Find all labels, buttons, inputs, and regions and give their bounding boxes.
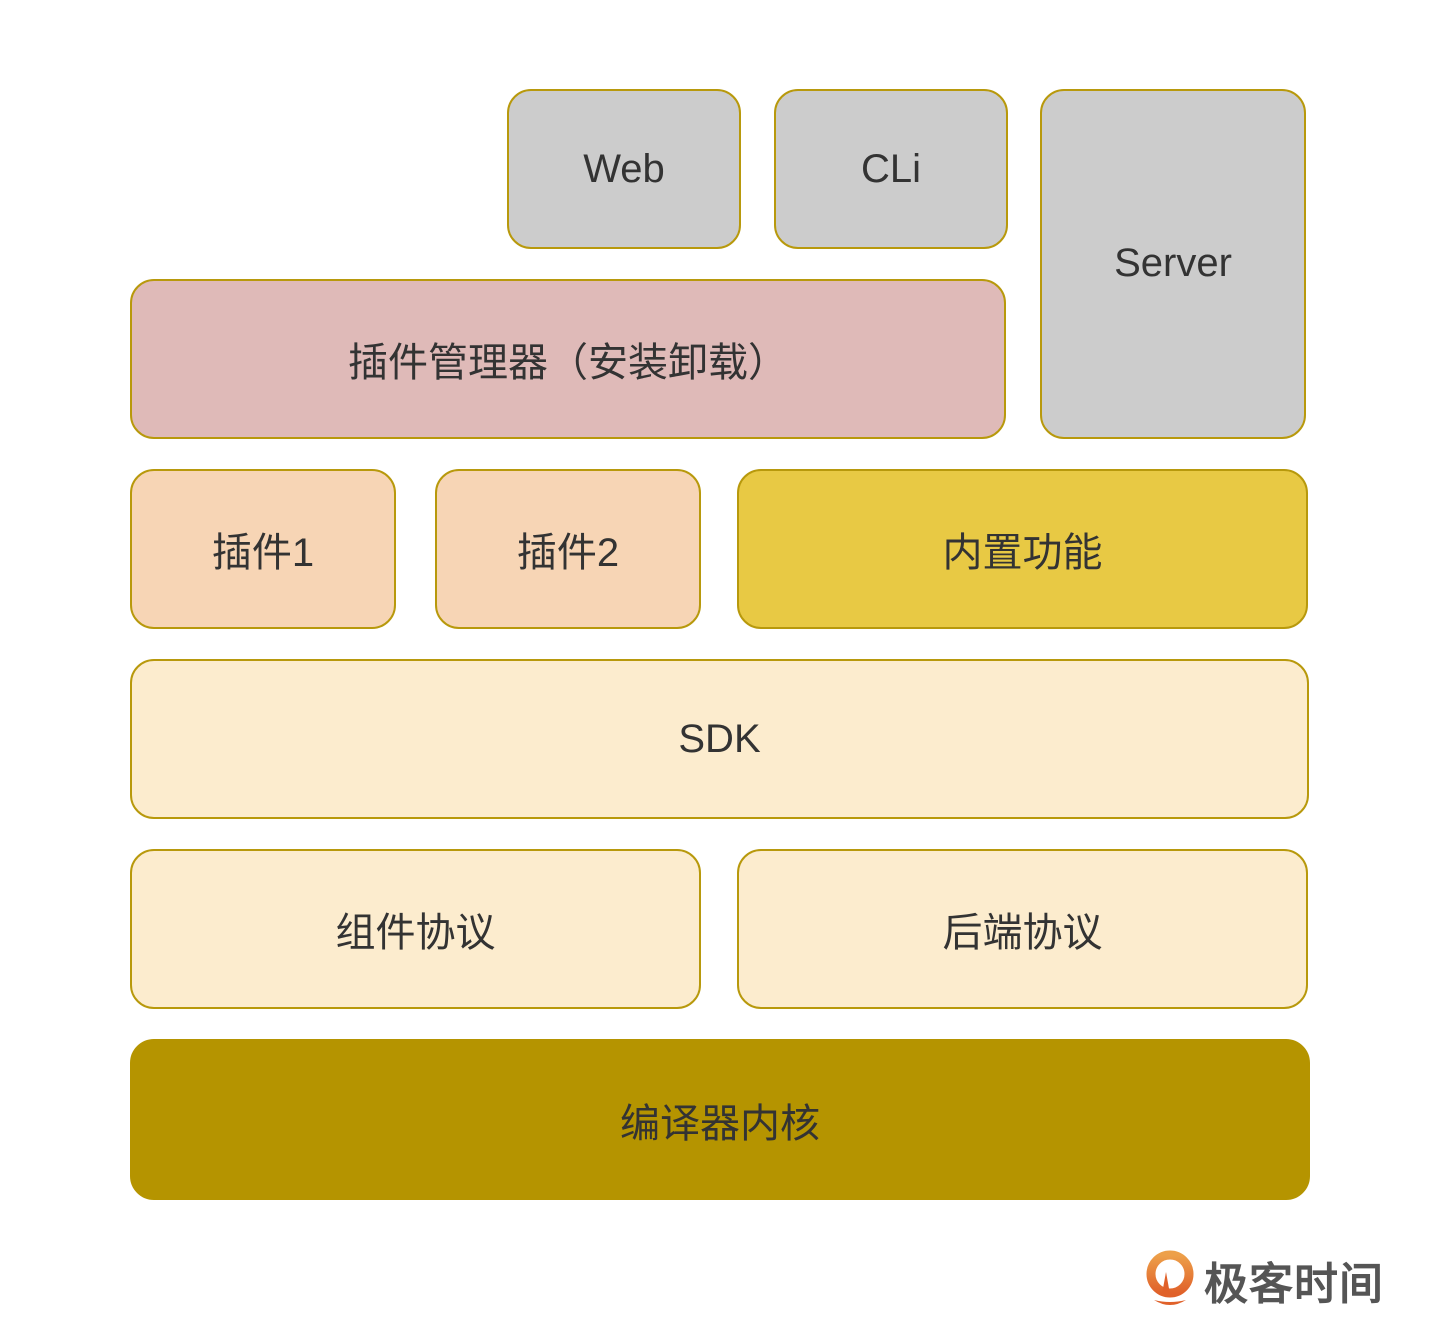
compiler-core-label: 编译器内核 <box>620 1101 820 1146</box>
compiler-core-box: 编译器内核 <box>130 1039 1310 1200</box>
backend-protocol-box: 后端协议 <box>737 849 1308 1009</box>
plugin-manager-label: 插件管理器（安装卸载） <box>348 341 788 385</box>
plugin2-label: 插件2 <box>516 531 620 575</box>
cli-label: CLi <box>860 146 922 191</box>
geektime-logo-icon <box>1146 1250 1194 1305</box>
builtin-label: 内置功能 <box>942 531 1103 575</box>
plugin-manager-box: 插件管理器（安装卸载） <box>130 279 1006 439</box>
plugin1-box: 插件1 <box>130 469 396 629</box>
web-box: Web <box>507 89 741 249</box>
sdk-box: SDK <box>130 659 1309 819</box>
plugin2-box: 插件2 <box>435 469 701 629</box>
component-protocol-box: 组件协议 <box>130 849 701 1009</box>
backend-protocol-label: 后端协议 <box>942 911 1103 955</box>
sdk-label: SDK <box>678 716 761 761</box>
server-box: Server <box>1040 89 1306 439</box>
component-protocol-label: 组件协议 <box>335 911 496 955</box>
cli-box: CLi <box>774 89 1008 249</box>
builtin-box: 内置功能 <box>737 469 1308 629</box>
web-label: Web <box>583 146 665 191</box>
geektime-logo: 极客时间 <box>1144 1248 1384 1312</box>
server-label: Server <box>1114 241 1232 285</box>
plugin1-label: 插件1 <box>211 531 315 575</box>
geektime-logo-text: 极客时间 <box>1204 1260 1384 1309</box>
